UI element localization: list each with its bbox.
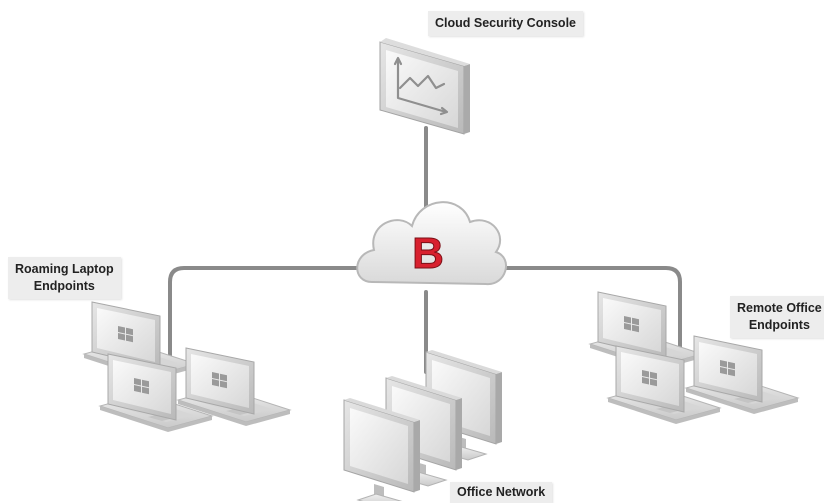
cloud-icon: B [356,201,507,286]
console-monitor-icon [379,38,470,135]
remote-label-line2: Endpoints [748,318,810,332]
line-chart-icon [393,56,449,116]
connector-roaming [168,266,364,384]
roaming-laptop-group [83,301,291,433]
connector-remote [488,266,682,374]
console-label: Cloud Security Console [428,11,583,36]
roaming-label-line1: Roaming Laptop [15,262,114,276]
cloud-logo-letter: B [412,229,444,278]
roaming-label-line2: Endpoints [33,279,95,293]
office-label-text: Office Network [457,485,546,499]
office-label: Office Network [450,482,553,503]
remote-label-line1: Remote Office [737,301,822,315]
roaming-label: Roaming Laptop Endpoints [8,257,121,299]
remote-label: Remote Office Endpoints [730,296,824,338]
console-label-text: Cloud Security Console [435,16,576,30]
office-desktop-group [343,349,503,501]
